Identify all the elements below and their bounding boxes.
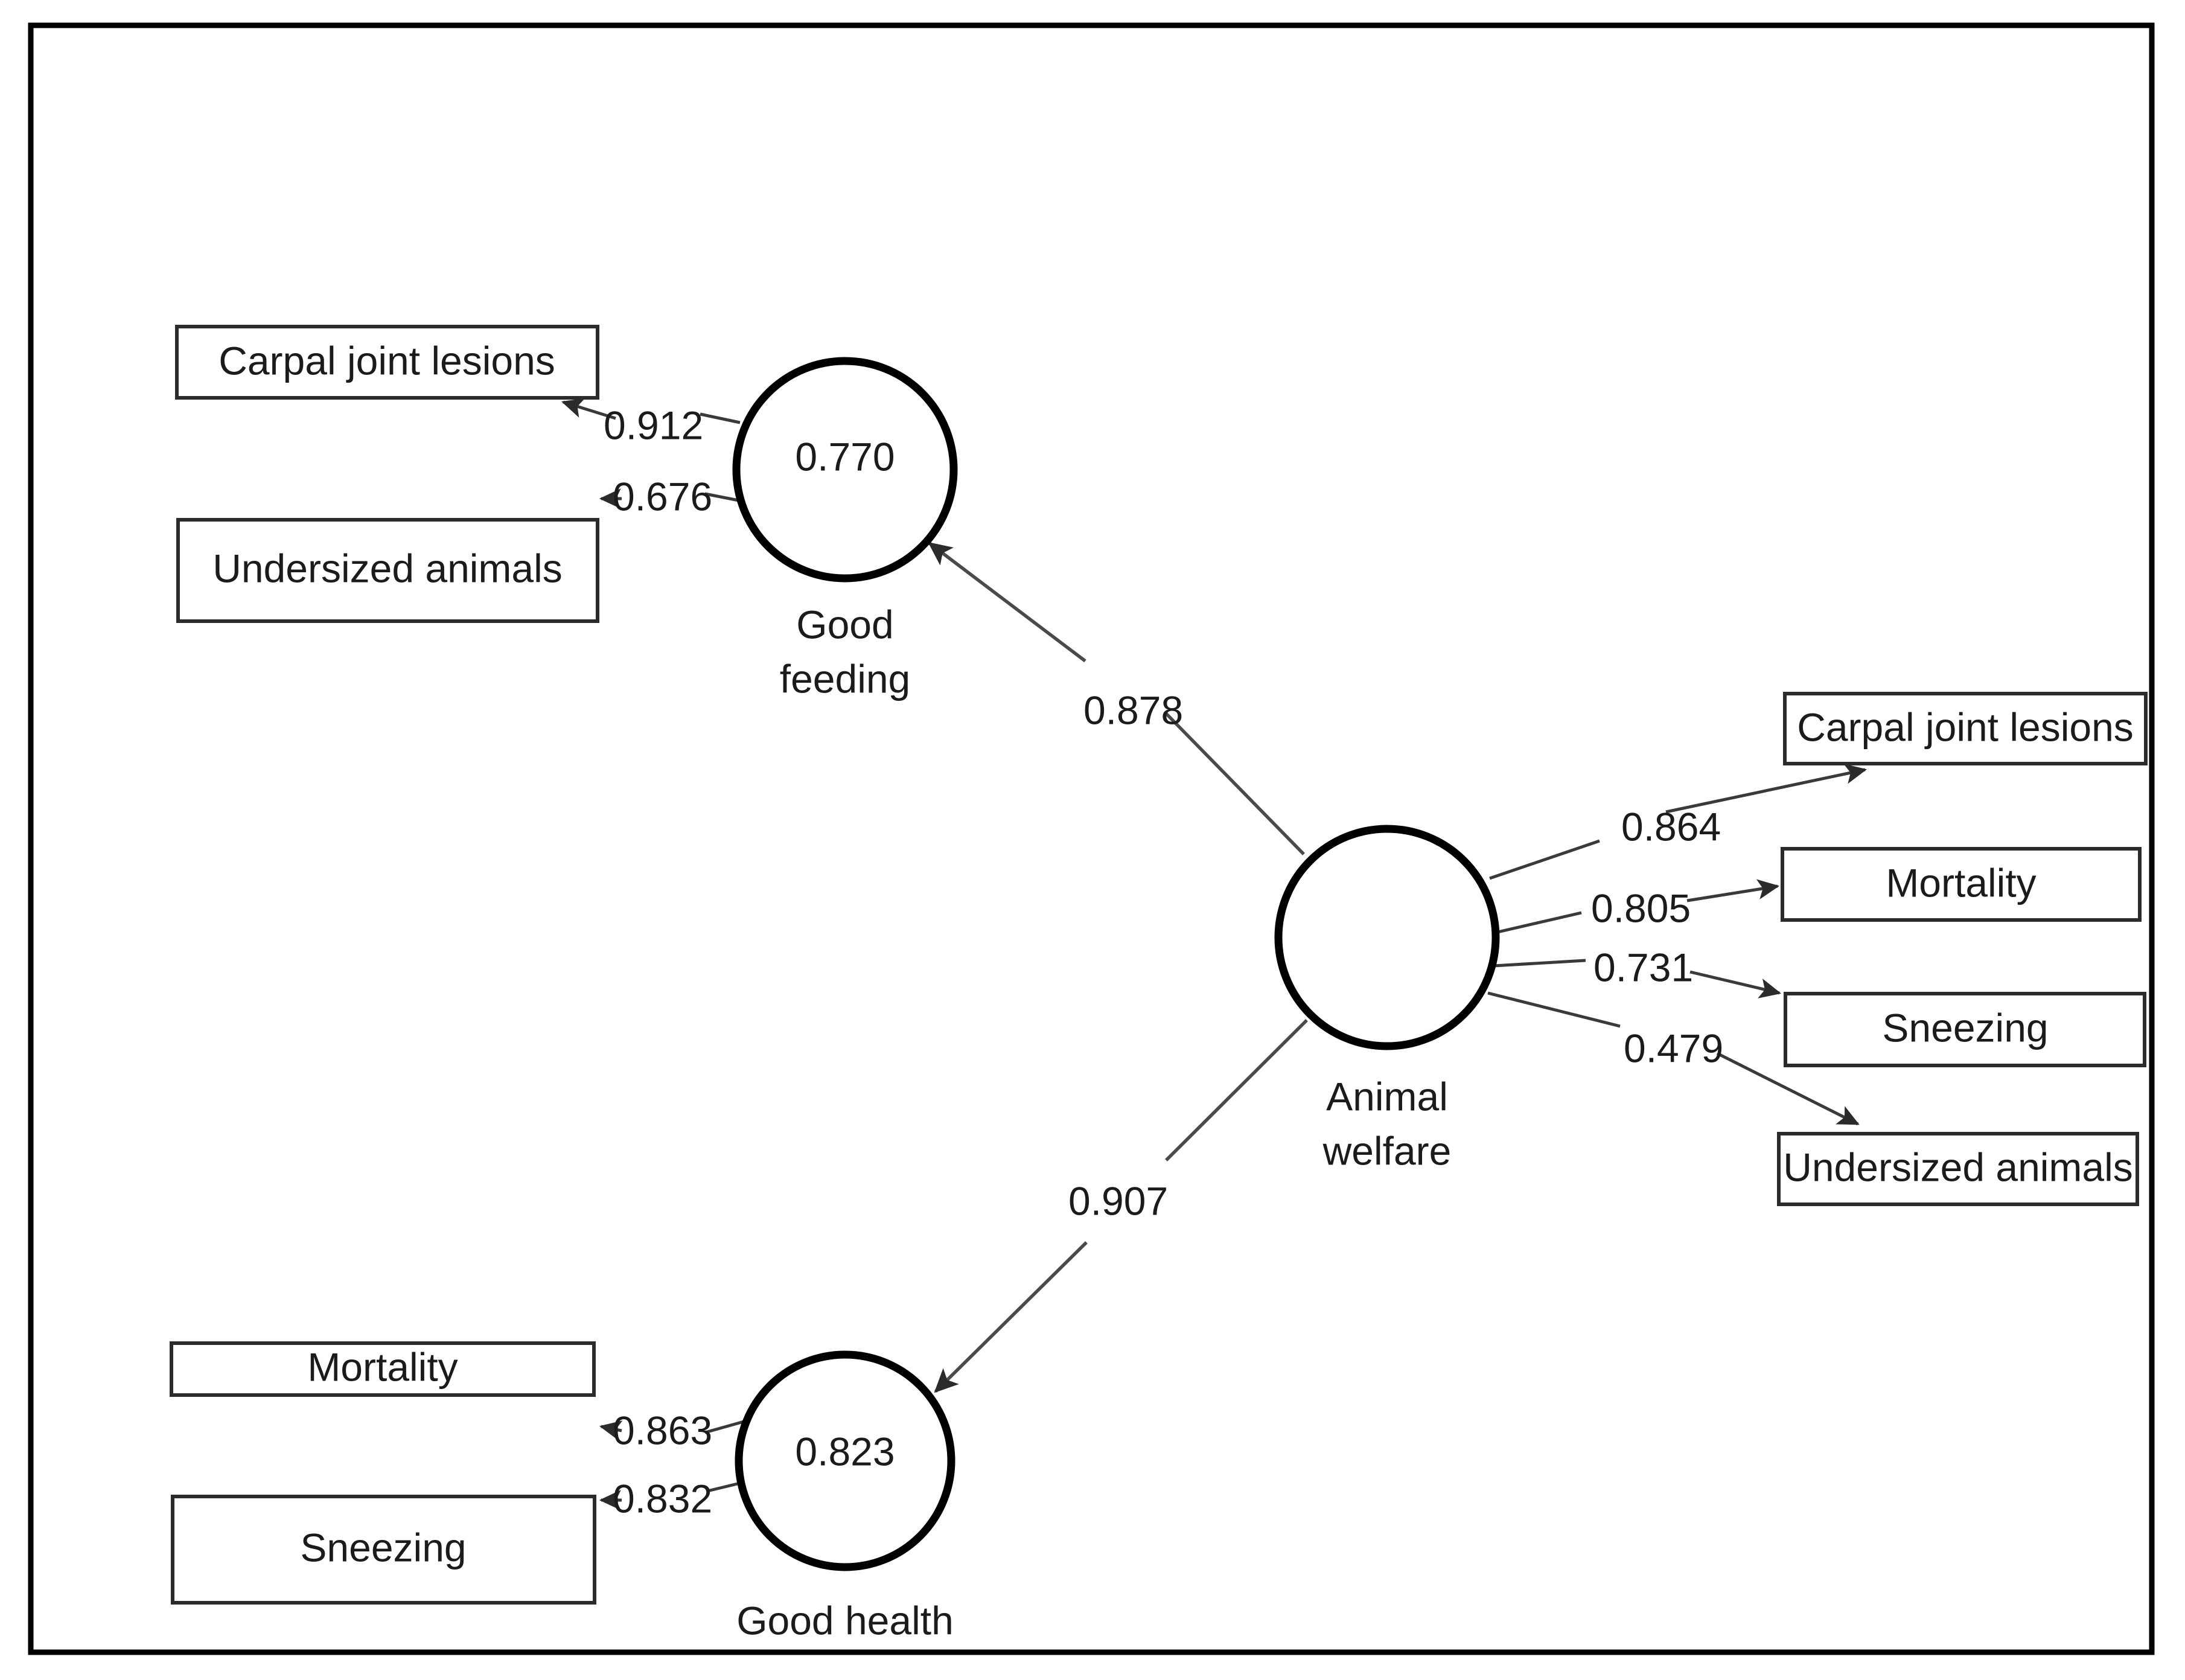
indicator-label: Carpal joint lesions [1797,704,2134,749]
struct-line-aw-to-gh [934,1241,1088,1393]
construct-name-line1: Good [796,602,893,647]
path-line-aw-undersized-stub [1487,991,1621,1028]
indicator-label: Sneezing [1882,1005,2048,1050]
loading-label-gh-mortality: 0.863 [613,1408,712,1452]
construct-name-line1: Good health [736,1598,954,1643]
indicator-label: Undersized animals [1783,1145,2133,1189]
construct-name-line2: welfare [1322,1128,1452,1173]
struct-line-aw-to-gf-lower [1164,711,1305,855]
path-line-gf-carpal-stub [700,412,741,424]
path-line-aw-mortality-stub [1494,911,1582,934]
loading-label-aw-undersized: 0.479 [1624,1026,1723,1070]
construct-good-health: 0.823 Good health [735,1350,955,1643]
indicator-label: Sneezing [300,1525,466,1570]
construct-value: 0.823 [795,1429,895,1474]
path-line-aw-sneezing [1689,970,1782,998]
path-coefficient-aw-gf: 0.878 [1083,688,1183,732]
path-coefficient-aw-gh: 0.907 [1068,1178,1168,1223]
path-line-gh-mortality [599,1420,623,1441]
indicator-label: Carpal joint lesions [218,338,555,383]
indicator-label: Mortality [307,1344,458,1389]
indicator-label: Undersized animals [212,546,563,590]
loading-label-gf-carpal: 0.912 [604,403,703,447]
indicator-box-aw-undersized: Undersized animals [1777,1132,2139,1206]
indicator-box-aw-carpal: Carpal joint lesions [1783,692,2148,765]
indicator-box-gh-mortality: Mortality [170,1341,596,1397]
loading-label-aw-sneezing: 0.731 [1593,945,1693,989]
indicator-box-gf-undersized: Undersized animals [176,518,599,623]
path-line-gf-undersized-stub [704,492,742,503]
construct-good-feeding: 0.770 Good feeding [732,357,958,701]
path-line-gf-carpal [561,398,616,420]
loading-label-aw-carpal: 0.864 [1621,804,1721,849]
indicator-box-aw-sneezing: Sneezing [1784,992,2146,1067]
indicator-box-gh-sneezing: Sneezing [171,1495,596,1605]
construct-animal-welfare: Animal welfare [1274,825,1500,1173]
construct-value: 0.770 [795,434,895,479]
path-line-gh-mortality-stub [704,1420,744,1434]
path-line-aw-carpal-stub [1489,839,1600,880]
path-line-aw-sneezing-stub [1493,959,1586,968]
struct-line-aw-to-gh-upper [1165,1019,1308,1161]
struct-line-aw-to-gf [928,541,1086,663]
loading-label-gh-sneezing: 0.832 [613,1476,712,1521]
path-line-aw-undersized [1716,1052,1860,1126]
figure-frame [28,22,2155,1655]
indicator-box-gf-carpal: Carpal joint lesions [175,325,599,400]
path-line-aw-carpal [1665,764,1868,814]
loading-label-gf-undersized: 0.676 [613,474,712,519]
indicator-box-aw-mortality: Mortality [1781,847,2142,922]
construct-name-line2: feeding [780,656,911,701]
path-line-aw-mortality [1686,879,1780,902]
construct-name-line1: Animal [1326,1074,1448,1119]
loading-label-aw-mortality: 0.805 [1591,886,1691,930]
indicator-label: Mortality [1886,860,2036,905]
